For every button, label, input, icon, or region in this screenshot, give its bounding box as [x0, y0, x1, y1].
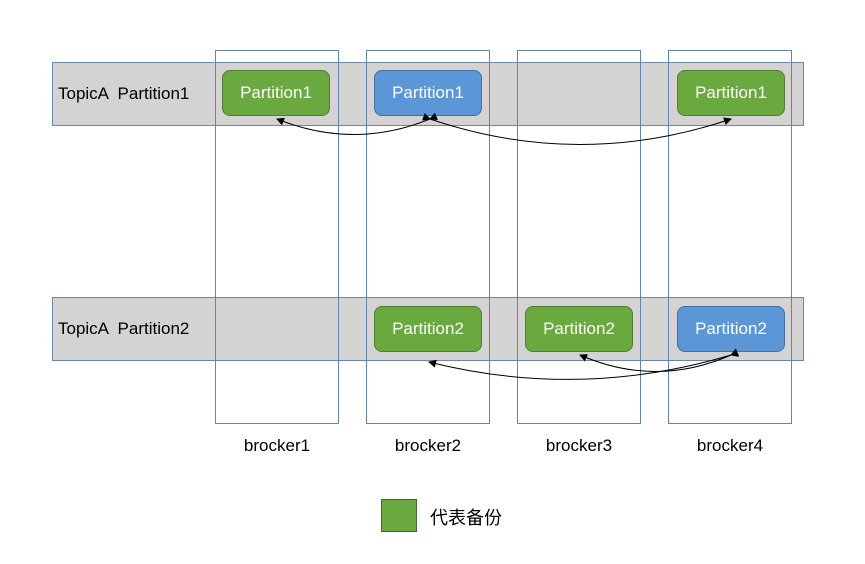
partition1-replica-broker4: Partition1	[677, 70, 785, 116]
arrow-p1-broker2-to-broker4	[422, 112, 732, 145]
row-label-partition2: TopicA Partition2	[58, 319, 190, 338]
broker-column-2	[366, 50, 490, 424]
broker-label-1: brocker1	[243, 436, 311, 455]
partition2-replica-broker3: Partition2	[525, 306, 633, 352]
partition-label: Partition1	[392, 83, 464, 102]
partition-label: Partition1	[240, 83, 312, 102]
partition2-replica-broker2: Partition2	[374, 306, 482, 352]
legend-swatch	[381, 499, 417, 532]
broker-column-1	[215, 50, 339, 424]
arrow-p2-broker4-to-broker2	[428, 349, 739, 380]
partition-label: Partition1	[695, 83, 767, 102]
partition-label: Partition2	[695, 319, 767, 338]
partition-label: Partition2	[543, 319, 615, 338]
broker-label-2: brocker2	[394, 436, 462, 455]
partition1-replica-broker1: Partition1	[222, 70, 330, 116]
broker-column-3	[517, 50, 641, 424]
partition2-leader-broker4: Partition2	[677, 306, 785, 352]
partition-label: Partition2	[392, 319, 464, 338]
legend-label: 代表备份	[430, 508, 502, 528]
arrow-p1-broker2-to-broker1	[276, 112, 438, 135]
broker-column-4	[668, 50, 792, 424]
arrow-p2-broker4-to-broker3	[579, 348, 740, 372]
broker-label-3: brocker3	[545, 436, 613, 455]
row-label-partition1: TopicA Partition1	[58, 84, 190, 103]
broker-label-4: brocker4	[696, 436, 764, 455]
